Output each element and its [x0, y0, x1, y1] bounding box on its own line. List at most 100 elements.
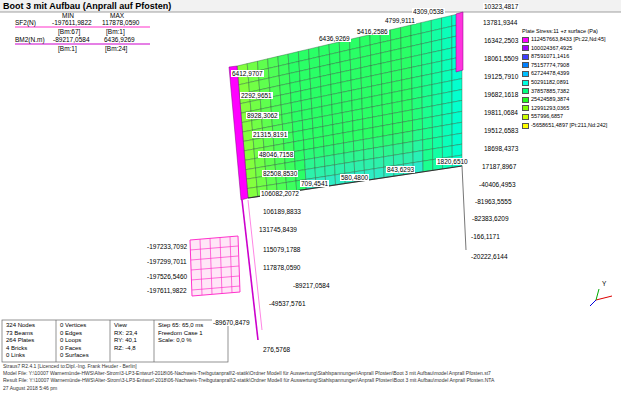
- result-value: -49537,5761: [268, 300, 307, 307]
- plate-element: [442, 113, 452, 126]
- plate-element: [382, 113, 392, 125]
- plate-element: [344, 162, 354, 174]
- table-cell: 6436,9269: [104, 36, 135, 43]
- plate-element: [333, 123, 343, 135]
- plate-element: [343, 131, 353, 143]
- plate-element: [392, 101, 402, 113]
- plate-element: [344, 141, 354, 153]
- result-value: 21315,8191: [252, 131, 288, 138]
- model-info: RY: 40,1: [114, 337, 137, 344]
- plate-element: [334, 153, 344, 165]
- table-cell: BM2(N.m): [15, 36, 45, 43]
- plate-element: [305, 158, 315, 169]
- plate-element: [432, 93, 442, 106]
- model-info: Scale: 0,0 %: [158, 337, 192, 344]
- plate-element: [304, 148, 314, 160]
- result-value: 115079,1788: [262, 246, 301, 253]
- plot-title: Boot 3 mit Aufbau (Anprall auf Pfosten): [3, 1, 171, 11]
- base-plate-outline: [190, 236, 240, 296]
- title-band: [0, 0, 621, 12]
- result-value: 4799,9111: [384, 17, 416, 24]
- model-info: 324 Nodes: [6, 322, 35, 329]
- model-info: Freedom Case 1: [158, 330, 203, 337]
- legend-title: Plate Stress:11 +z surface (Pa): [522, 28, 598, 34]
- plate-element: [352, 109, 362, 121]
- plate-element: [432, 83, 442, 96]
- plate-element: [442, 91, 452, 104]
- result-value: 6436,9269: [318, 35, 351, 42]
- legend-swatch: [522, 62, 529, 68]
- result-value: -166,1171: [470, 233, 501, 240]
- table-cell: -197611,9822: [52, 19, 92, 26]
- legend-value: 25424589,3874: [531, 96, 569, 102]
- plate-element: [354, 160, 364, 172]
- plate-element: [373, 136, 383, 148]
- model-info: RZ: -4,8: [114, 345, 136, 352]
- legend-swatch: [522, 114, 529, 120]
- legend-swatch: [522, 71, 529, 77]
- plate-element: [442, 146, 452, 158]
- result-value: 1820,6510: [436, 158, 469, 165]
- plate-element: [303, 128, 313, 140]
- legend-value: 50291182,0891: [531, 79, 569, 85]
- result-value: -197526,5460: [146, 273, 188, 280]
- plate-element: [452, 133, 462, 146]
- plate-element: [422, 95, 432, 108]
- info-divider: [56, 320, 57, 362]
- plate-element: [372, 95, 382, 107]
- result-value: 117878,0590: [262, 264, 301, 271]
- plate-element: [382, 103, 392, 115]
- legend-swatch: [522, 45, 529, 51]
- result-value: -197611,9822: [146, 287, 188, 294]
- plate-element: [363, 138, 373, 150]
- plate-element: [256, 176, 267, 187]
- plate-element: [442, 70, 452, 83]
- result-value: -82383,6209: [471, 215, 510, 222]
- plate-element: [343, 121, 353, 133]
- table-cell: [Bm:67]: [58, 28, 80, 35]
- file-info: 27 August 2018 5:46 pm: [3, 386, 57, 392]
- result-value: 13781,9344: [482, 19, 518, 26]
- axis-y: [596, 289, 599, 300]
- result-value: 16342,2503: [483, 37, 519, 44]
- plate-element: [293, 130, 304, 142]
- plate-element: [364, 158, 374, 170]
- plate-element: [452, 79, 462, 92]
- plate-element: [413, 129, 423, 141]
- plate-element: [374, 157, 384, 169]
- plate-element: [255, 157, 266, 168]
- plate-element: [392, 91, 402, 103]
- result-value: 5416,2586: [356, 28, 389, 35]
- result-value: 18061,5509: [483, 55, 519, 62]
- model-info: 73 Beams: [6, 330, 33, 337]
- plate-element: [412, 97, 422, 110]
- plate-element: [432, 104, 442, 117]
- plate-element: [342, 111, 352, 123]
- result-value: -197233,7092: [146, 243, 188, 250]
- force-diagram-line: [248, 200, 262, 330]
- result-value: 106082,2072: [260, 190, 300, 197]
- plate-element: [323, 125, 333, 137]
- plate-element: [314, 146, 324, 158]
- file-info: Straus7 R2.4.1 [Licenced to:Dipl.-Ing. F…: [3, 364, 137, 370]
- model-info: 0 Vertices: [60, 322, 86, 329]
- legend-swatch: [522, 105, 529, 111]
- legend-value: 75157774,7908: [531, 62, 569, 68]
- plate-element: [294, 140, 304, 152]
- model-info: Step 65: 65,0 ms: [158, 322, 203, 329]
- plate-element: [322, 115, 332, 127]
- model-info: 0 Edges: [60, 330, 82, 337]
- plate-mesh: [237, 13, 462, 198]
- legend-swatch: [522, 97, 529, 103]
- legend-value: 87591071,1416: [531, 53, 569, 59]
- plate-element: [362, 107, 372, 119]
- model-info: View: [114, 322, 127, 329]
- info-divider: [110, 320, 111, 362]
- plate-element: [413, 140, 423, 152]
- plate-element: [353, 119, 363, 131]
- plate-element: [305, 168, 315, 179]
- result-value: 4309,0538: [412, 8, 445, 15]
- plate-element: [423, 138, 433, 150]
- plate-element: [452, 144, 462, 156]
